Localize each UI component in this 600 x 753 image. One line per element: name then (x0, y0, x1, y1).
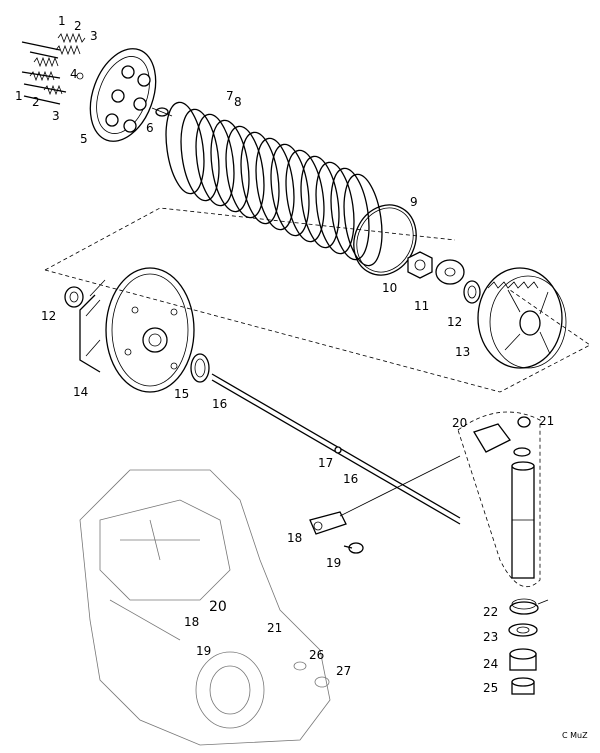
release-spring (509, 598, 549, 615)
hub-nut (407, 251, 433, 279)
callout-6: 6 (146, 121, 154, 135)
credit-mark: C MuZ (562, 731, 588, 740)
callout-3: 3 (90, 29, 98, 43)
callout-13: 13 (455, 345, 470, 359)
thrust-washer-left (64, 286, 84, 308)
callout-21: 21 (539, 414, 554, 428)
lever-bolt (343, 542, 364, 554)
assembly-boundary (44, 207, 591, 393)
callout-5: 5 (80, 132, 88, 146)
callout-20: 20 (452, 416, 467, 430)
engine-outline (79, 469, 331, 746)
callout-11: 11 (414, 299, 429, 313)
release-lever (309, 455, 461, 535)
callout-10: 10 (382, 281, 397, 295)
callout-7: 7 (226, 89, 234, 103)
callout-labels: 1 2 3 4 1 2 3 5 6 7 8 9 10 11 12 12 13 1… (15, 14, 588, 740)
release-shaft-assembly (457, 411, 541, 587)
callout-1: 1 (58, 14, 66, 28)
push-rod (211, 373, 461, 525)
needle-bearing (508, 623, 538, 637)
callout-16: 16 (343, 472, 358, 486)
callout-22: 22 (483, 605, 498, 619)
callout-3: 3 (52, 109, 60, 123)
callout-18: 18 (184, 615, 199, 629)
end-seal (511, 677, 535, 695)
callout-23: 23 (483, 630, 498, 644)
wire-ring (353, 204, 417, 276)
callout-17: 17 (318, 456, 333, 470)
callout-18: 18 (287, 531, 302, 545)
callout-15: 15 (174, 387, 189, 401)
inner-clutch-hub (477, 267, 567, 369)
callout-26: 26 (309, 648, 324, 662)
spring-bolt-group (21, 32, 86, 105)
clutch-plate-stack (165, 101, 383, 267)
shaft-bush (509, 648, 537, 671)
callout-9: 9 (410, 195, 418, 209)
callout-2: 2 (32, 95, 40, 109)
pressure-plate (89, 48, 157, 142)
callout-14: 14 (73, 385, 88, 399)
oil-seal (190, 353, 210, 383)
lock-washer (435, 259, 465, 285)
callout-19: 19 (196, 644, 211, 658)
callout-21: 21 (267, 621, 282, 635)
callout-19: 19 (326, 556, 341, 570)
callout-16: 16 (212, 397, 227, 411)
callout-8: 8 (234, 95, 242, 109)
callout-24: 24 (483, 657, 498, 671)
callout-12: 12 (447, 315, 462, 329)
callout-25: 25 (483, 681, 498, 695)
callout-27: 27 (336, 664, 351, 678)
callout-2: 2 (74, 19, 82, 33)
callout-1: 1 (15, 89, 23, 103)
callout-4: 4 (70, 67, 78, 81)
thrust-washer-right (463, 280, 481, 304)
callout-20: 20 (209, 599, 227, 615)
clutch-basket (79, 267, 195, 393)
callout-12: 12 (41, 309, 56, 323)
